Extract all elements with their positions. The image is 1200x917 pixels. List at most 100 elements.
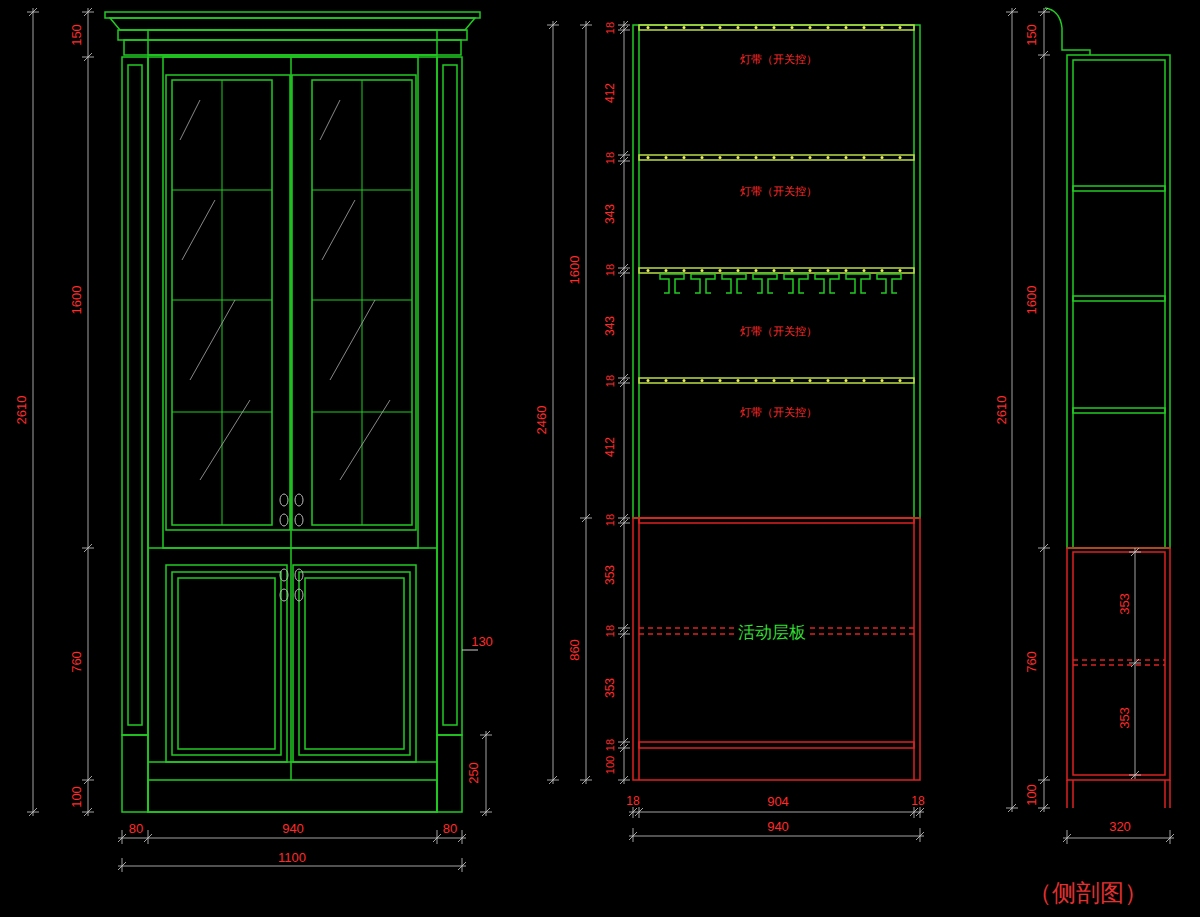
dimension-text: 130 [470,635,494,648]
light-dot [737,156,740,159]
light-dot [647,379,650,382]
light-dot [755,379,758,382]
dimension-text: 353 [1118,706,1131,730]
dimension-text: 1600 [568,255,581,286]
dimension-text: 1600 [1025,285,1038,316]
extension-line [618,161,630,162]
shelf [639,378,914,383]
light-dot [845,379,848,382]
light-dot [863,379,866,382]
dimension-text: 760 [70,650,83,674]
light-dot [701,379,704,382]
extension-line [633,828,634,842]
light-dot [665,379,668,382]
dimension-line [586,21,587,784]
light-dot [719,156,722,159]
dimension-line [486,731,487,816]
extension-line [618,742,630,743]
dimension-text: 18 [910,795,925,807]
light-dot [809,269,812,272]
light-dot [773,379,776,382]
light-dot [845,269,848,272]
light-dot [719,26,722,29]
dimension-line [118,838,466,839]
light-dot [863,269,866,272]
extension-line [618,748,630,749]
dimension-text: 412 [604,436,616,458]
dimension-line [88,8,89,816]
extension-line [580,780,592,781]
light-dot [737,26,740,29]
light-dot [791,156,794,159]
light-dot [845,26,848,29]
extension-line [27,12,39,13]
shelf [639,25,914,30]
view-caption: （侧剖图） [1027,881,1149,905]
light-note: 灯带（开关控） [739,407,818,418]
dimension-text: 353 [604,564,616,586]
dimension-text: 100 [605,755,616,775]
front-elevation [105,12,480,812]
light-dot [773,156,776,159]
light-dot [683,269,686,272]
light-dot [881,156,884,159]
dimension-text: 904 [766,795,790,808]
light-dot [665,26,668,29]
extension-line [1129,663,1141,664]
extension-line [27,812,39,813]
light-dot [791,26,794,29]
light-dot [863,26,866,29]
light-dot [683,26,686,29]
dimension-text: 150 [1025,23,1038,47]
dimension-text: 18 [605,738,616,752]
light-dot [683,156,686,159]
dimension-text: 940 [766,820,790,833]
extension-line [437,830,438,844]
extension-line [1067,830,1068,844]
glass-rack [753,274,777,293]
dimension-text: 860 [568,638,581,662]
dimension-text: 343 [604,203,616,225]
extension-line [1038,12,1050,13]
light-dot [791,269,794,272]
light-dot [845,156,848,159]
extension-line [1006,808,1018,809]
light-dot [755,156,758,159]
extension-line [1038,548,1050,549]
extension-line [618,780,630,781]
extension-line [462,858,463,872]
light-dot [719,379,722,382]
dimension-text: 2610 [995,395,1008,426]
light-dot [701,156,704,159]
extension-line [618,628,630,629]
light-dot [755,269,758,272]
light-dot [881,269,884,272]
extension-line [1038,808,1050,809]
side-section [1045,8,1170,808]
light-dot [737,379,740,382]
extension-line [1129,775,1141,776]
glass-rack [660,274,684,293]
light-dot [665,156,668,159]
light-dot [719,269,722,272]
extension-line [618,273,630,274]
extension-line [618,30,630,31]
extension-line [580,25,592,26]
light-dot [755,26,758,29]
dimension-text: 1600 [70,285,83,316]
light-dot [809,156,812,159]
dimension-text: 100 [70,785,83,809]
light-dot [899,26,902,29]
dimension-line [118,866,466,867]
extension-line [82,780,94,781]
light-dot [809,379,812,382]
extension-line [618,378,630,379]
dimension-line [553,21,554,784]
light-dot [809,26,812,29]
light-dot [773,26,776,29]
dimension-text: 1100 [277,851,307,864]
light-note: 灯带（开关控） [739,186,818,197]
extension-line [547,780,559,781]
interior-section [633,25,920,780]
extension-line [122,830,123,844]
